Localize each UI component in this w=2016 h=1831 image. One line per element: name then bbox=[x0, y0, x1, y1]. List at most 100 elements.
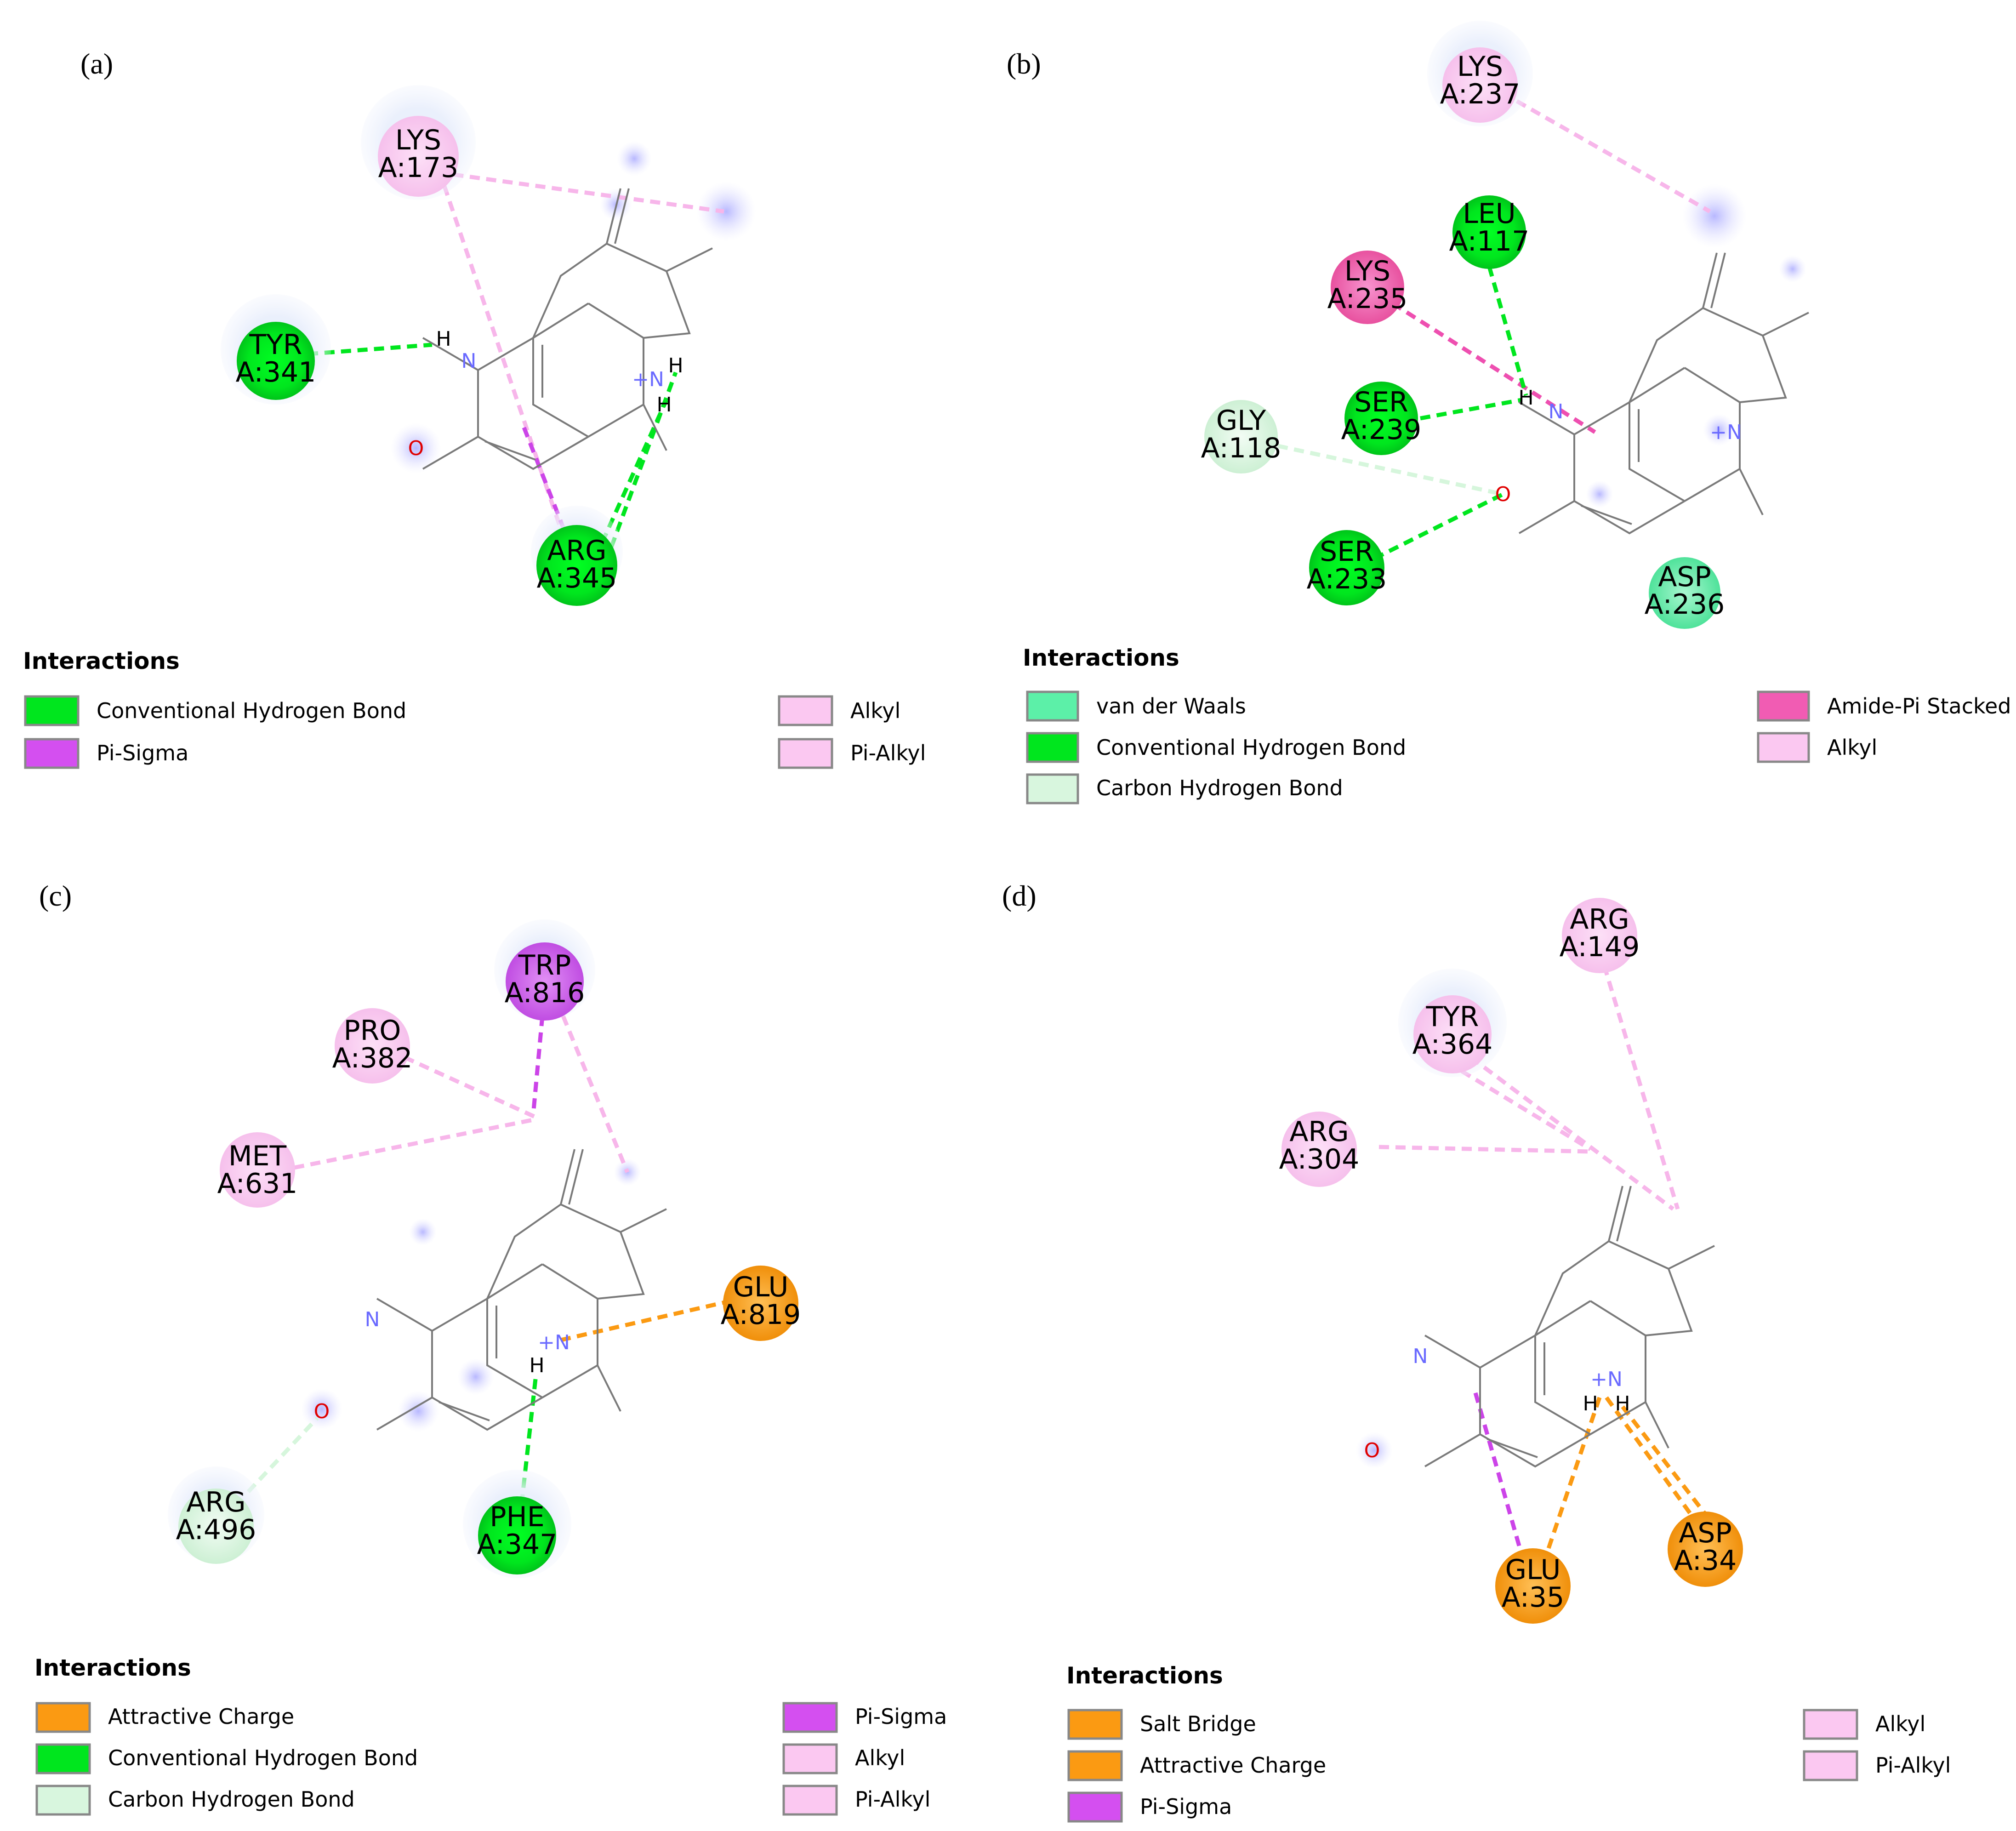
atom-o: O bbox=[1364, 1439, 1380, 1462]
residue-glu-35: GLU A:35 bbox=[1495, 1548, 1571, 1624]
svg-text:A:347: A:347 bbox=[477, 1529, 558, 1561]
svg-text:LYS: LYS bbox=[395, 124, 441, 156]
pi-alkyl-interaction bbox=[561, 1015, 630, 1173]
svg-text:A:35: A:35 bbox=[1502, 1581, 1565, 1614]
svg-text:ARG: ARG bbox=[1289, 1116, 1349, 1148]
legend-item: Amide-Pi Stacked bbox=[1757, 690, 2011, 722]
residue-arg-496: ARG A:496 bbox=[168, 1466, 264, 1564]
residue-ser-233: SER A:233 bbox=[1307, 530, 1387, 605]
legend-item: Alkyl bbox=[782, 1743, 905, 1774]
atom-n-plus: +N bbox=[1710, 421, 1742, 444]
ligand-halo bbox=[301, 1388, 342, 1430]
atom-o: O bbox=[1495, 483, 1511, 506]
legend-item: Pi-Alkyl bbox=[778, 738, 926, 769]
panel-d: (d) N O +N H H ARG A:149 TYR A:364 ARG bbox=[1002, 879, 1951, 1823]
pi-alkyl-interaction bbox=[1460, 1069, 1592, 1151]
atom-n: N bbox=[365, 1308, 380, 1331]
residue-arg-345: ARG A:345 bbox=[531, 506, 623, 606]
legend-item: Attractive Charge bbox=[35, 1702, 294, 1733]
svg-text:A:235: A:235 bbox=[1327, 283, 1408, 315]
svg-text:ASP: ASP bbox=[1658, 561, 1711, 593]
residue-arg-149: ARG A:149 bbox=[1560, 898, 1640, 973]
alkyl-interaction bbox=[1469, 1055, 1674, 1211]
panel-b-label: (b) bbox=[1007, 47, 1041, 80]
svg-text:A:149: A:149 bbox=[1560, 931, 1640, 963]
svg-text:A:496: A:496 bbox=[176, 1514, 256, 1546]
panel-b: (b) H N O +N LYS A:237 LEU A:117 LYS bbox=[1007, 21, 2011, 804]
panel-c-label: (c) bbox=[39, 879, 72, 912]
svg-text:A:819: A:819 bbox=[721, 1299, 801, 1331]
legend-item: Conventional Hydrogen Bond bbox=[1026, 732, 1406, 763]
ligand-halo bbox=[1682, 184, 1747, 248]
svg-text:A:816: A:816 bbox=[505, 977, 585, 1009]
legend-item: Pi-Sigma bbox=[1067, 1791, 1232, 1823]
atom-o: O bbox=[314, 1400, 330, 1423]
svg-text:Alkyl: Alkyl bbox=[1875, 1711, 1925, 1736]
svg-text:TRP: TRP bbox=[518, 949, 571, 981]
residue-asp-236: ASP A:236 bbox=[1645, 557, 1725, 629]
residue-asp-34: ASP A:34 bbox=[1668, 1512, 1743, 1587]
ligand-halo bbox=[1703, 414, 1735, 446]
alkyl-interaction bbox=[1515, 99, 1711, 213]
ligand-structure bbox=[1518, 252, 1810, 534]
alkyl-interaction bbox=[404, 1055, 536, 1119]
atom-n: N bbox=[1413, 1345, 1428, 1368]
svg-text:Conventional Hydrogen Bond: Conventional Hydrogen Bond bbox=[97, 698, 406, 723]
atom-o: O bbox=[408, 437, 424, 460]
svg-text:Pi-Sigma: Pi-Sigma bbox=[1140, 1794, 1232, 1819]
svg-text:A:237: A:237 bbox=[1440, 78, 1521, 110]
attractive-charge-interaction bbox=[1544, 1397, 1602, 1555]
svg-text:Conventional Hydrogen Bond: Conventional Hydrogen Bond bbox=[108, 1745, 418, 1770]
pi-sigma-interaction bbox=[531, 1015, 545, 1115]
pi-sigma-interaction bbox=[1473, 1392, 1524, 1555]
svg-text:TYR: TYR bbox=[1426, 1001, 1479, 1033]
legend-item: Conventional Hydrogen Bond bbox=[35, 1743, 418, 1774]
alkyl-interaction bbox=[294, 1117, 536, 1170]
svg-text:A:304: A:304 bbox=[1279, 1143, 1360, 1175]
svg-text:A:236: A:236 bbox=[1645, 588, 1725, 621]
svg-text:Pi-Sigma: Pi-Sigma bbox=[97, 741, 188, 765]
attractive-charge-interaction bbox=[560, 1299, 732, 1342]
residue-pro-382: PRO A:382 bbox=[332, 1008, 413, 1084]
svg-text:Carbon Hydrogen Bond: Carbon Hydrogen Bond bbox=[1096, 776, 1343, 800]
atom-h: H bbox=[656, 393, 672, 416]
svg-text:A:382: A:382 bbox=[332, 1042, 413, 1074]
ligand-structure bbox=[422, 188, 713, 470]
ligand-halo bbox=[1356, 1432, 1393, 1469]
svg-text:SER: SER bbox=[1354, 386, 1408, 418]
ligand-halo bbox=[409, 1218, 437, 1246]
ligand-halo bbox=[457, 1358, 494, 1395]
atom-n: N bbox=[1549, 400, 1564, 423]
hydrogen-bond bbox=[609, 371, 678, 548]
svg-text:Amide-Pi Stacked: Amide-Pi Stacked bbox=[1827, 694, 2011, 719]
svg-text:A:233: A:233 bbox=[1307, 563, 1387, 595]
svg-text:Alkyl: Alkyl bbox=[850, 698, 900, 723]
panel-a: (a) H N O +N H H LYS A:173 TYR bbox=[23, 47, 926, 769]
hydrogen-bond bbox=[600, 399, 669, 543]
atom-h: H bbox=[529, 1354, 544, 1377]
legend-item: Alkyl bbox=[1803, 1709, 1925, 1740]
legend-title: Interactions bbox=[23, 648, 180, 674]
svg-text:A:364: A:364 bbox=[1412, 1028, 1493, 1061]
panel-c: (c) N O +N H TRP A:816 PRO A:382 bbox=[34, 879, 947, 1816]
atom-h: H bbox=[1583, 1392, 1598, 1415]
svg-text:Pi-Alkyl: Pi-Alkyl bbox=[1875, 1753, 1951, 1778]
svg-text:A:34: A:34 bbox=[1674, 1545, 1737, 1577]
svg-text:Alkyl: Alkyl bbox=[1827, 735, 1877, 760]
svg-text:A:341: A:341 bbox=[236, 356, 316, 388]
alkyl-interaction bbox=[420, 168, 724, 214]
svg-text:A:345: A:345 bbox=[537, 562, 617, 594]
svg-text:LYS: LYS bbox=[1457, 51, 1503, 83]
svg-text:A:118: A:118 bbox=[1201, 432, 1281, 464]
svg-text:ARG: ARG bbox=[1570, 903, 1629, 935]
atom-n-plus: +N bbox=[1590, 1368, 1623, 1391]
residue-phe-347: PHE A:347 bbox=[463, 1470, 571, 1578]
residue-lys-237: LYS A:237 bbox=[1427, 21, 1533, 126]
amide-pi-stacked-interaction bbox=[1391, 302, 1596, 434]
svg-text:GLU: GLU bbox=[1505, 1554, 1561, 1586]
svg-text:A:239: A:239 bbox=[1341, 414, 1422, 446]
svg-text:Conventional Hydrogen Bond: Conventional Hydrogen Bond bbox=[1096, 735, 1406, 760]
atom-n: N bbox=[461, 349, 477, 373]
salt-bridge-interaction bbox=[1605, 1396, 1698, 1523]
